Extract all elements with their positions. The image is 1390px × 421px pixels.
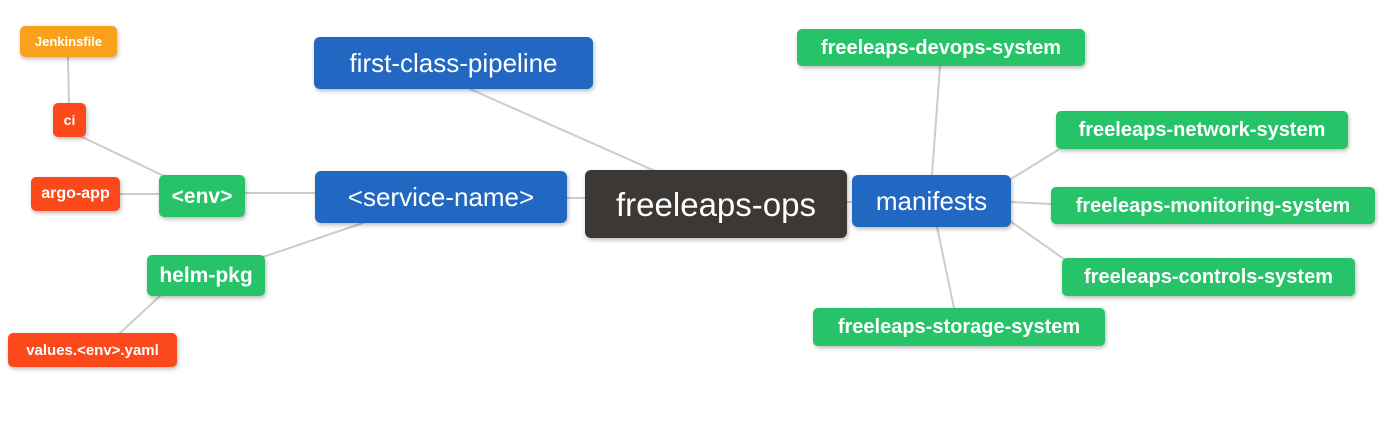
node-manifests[interactable]: manifests	[852, 175, 1011, 227]
node-root[interactable]: freeleaps-ops	[585, 170, 847, 238]
node-network[interactable]: freeleaps-network-system	[1056, 111, 1348, 149]
node-argo[interactable]: argo-app	[31, 177, 120, 211]
node-helm[interactable]: helm-pkg	[147, 255, 265, 296]
node-service[interactable]: <service-name>	[315, 171, 567, 223]
node-pipeline[interactable]: first-class-pipeline	[314, 37, 593, 89]
node-env[interactable]: <env>	[159, 175, 245, 217]
node-controls[interactable]: freeleaps-controls-system	[1062, 258, 1355, 296]
node-ci[interactable]: ci	[53, 103, 86, 137]
node-values[interactable]: values.<env>.yaml	[8, 333, 177, 367]
node-storage[interactable]: freeleaps-storage-system	[813, 308, 1105, 346]
node-monitoring[interactable]: freeleaps-monitoring-system	[1051, 187, 1375, 224]
node-devops[interactable]: freeleaps-devops-system	[797, 29, 1085, 66]
node-jenkinsfile[interactable]: Jenkinsfile	[20, 26, 117, 57]
